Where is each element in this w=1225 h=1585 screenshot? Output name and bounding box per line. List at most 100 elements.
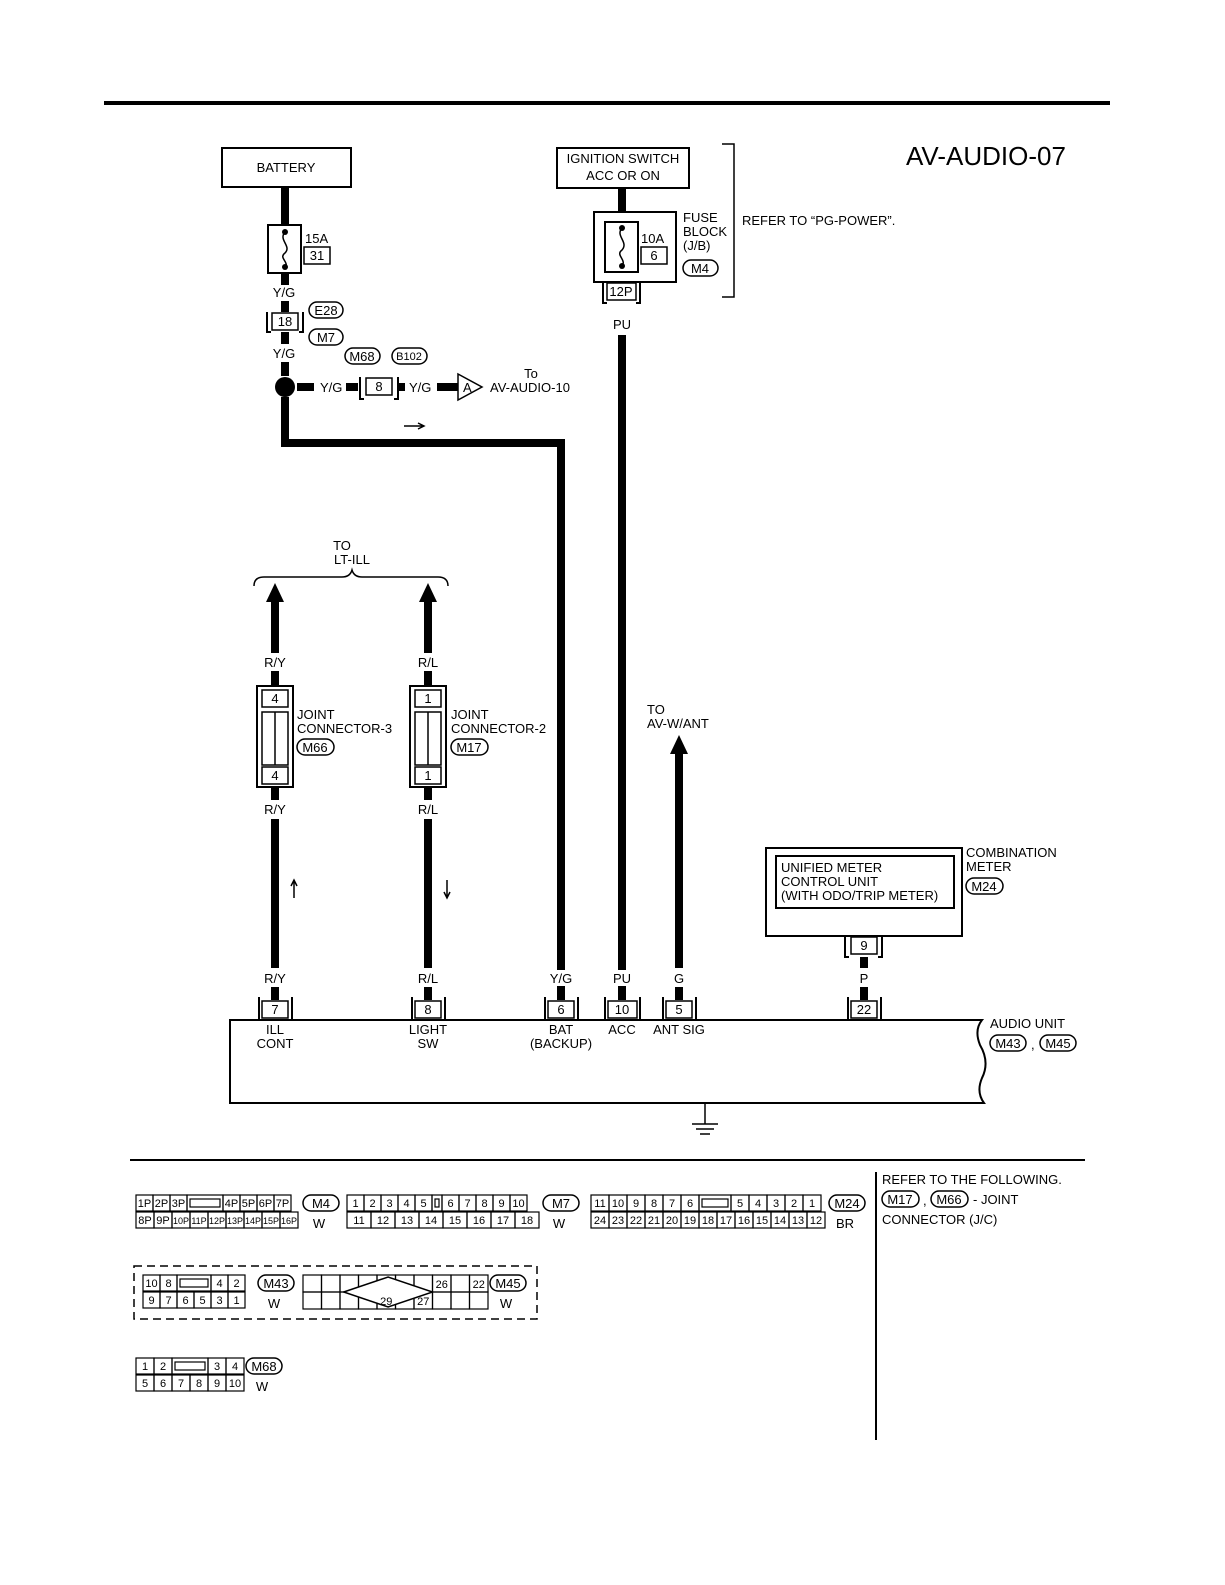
flow-arrow-up xyxy=(290,878,298,898)
wire-yg-1: Y/G xyxy=(273,285,295,300)
svg-text:7: 7 xyxy=(271,1002,278,1017)
audio-m45-badge xyxy=(1039,1034,1077,1052)
svg-text:SW: SW xyxy=(418,1036,440,1051)
svg-text:6: 6 xyxy=(557,1002,564,1017)
m24-pin: 3 xyxy=(773,1198,779,1210)
m4-pin: 7P xyxy=(276,1198,289,1210)
m7-pin: 8 xyxy=(481,1198,487,1210)
m24-badge xyxy=(828,1194,866,1212)
svg-text:1: 1 xyxy=(424,768,431,783)
m4-pin: 11P xyxy=(191,1216,206,1226)
wire-yg-2: Y/G xyxy=(273,346,295,361)
audio-pin-22: 22 xyxy=(847,997,882,1019)
m7-pin: 3 xyxy=(386,1198,392,1210)
m24-cell xyxy=(806,1211,826,1229)
m45-cell xyxy=(450,1274,471,1293)
m4-pin: 14P xyxy=(245,1216,261,1226)
svg-text:,: , xyxy=(1031,1037,1035,1052)
m24-pin: 6 xyxy=(687,1198,693,1210)
svg-text:UNIFIED METER: UNIFIED METER xyxy=(781,860,882,875)
wire-rl-mid: R/L xyxy=(418,802,438,817)
audio-pin-10: 10 xyxy=(604,997,641,1019)
offpage-arrow-a xyxy=(457,372,484,402)
svg-text:10A: 10A xyxy=(641,231,664,246)
m68-color: W xyxy=(256,1379,269,1394)
m68-cell xyxy=(171,1357,209,1375)
m4-pin: 5P xyxy=(242,1198,255,1210)
m45-cell xyxy=(320,1291,341,1310)
svg-text:CONT: CONT xyxy=(257,1036,294,1051)
connector-8-inline xyxy=(365,377,393,396)
splice-point xyxy=(275,377,295,397)
m43-cell xyxy=(227,1274,246,1292)
m7-pin: 9 xyxy=(498,1198,504,1210)
m24-pin: 22 xyxy=(630,1215,642,1227)
m68-cell xyxy=(225,1357,245,1375)
m45-cell xyxy=(450,1291,471,1310)
m45-pin: 22 xyxy=(473,1279,485,1291)
m43-pin: 5 xyxy=(199,1295,205,1307)
to-av-audio-10: AV-AUDIO-10 xyxy=(490,380,570,395)
m7-pin: 11 xyxy=(353,1215,364,1227)
svg-text:IGNITION SWITCH: IGNITION SWITCH xyxy=(567,151,680,166)
ry-arrow-up xyxy=(266,583,284,602)
m4-cell xyxy=(186,1194,224,1212)
connector-m7-badge xyxy=(308,328,344,346)
m24-pin: 2 xyxy=(791,1198,797,1210)
audio-pin-5: 5 xyxy=(662,997,697,1019)
m24-pin: 18 xyxy=(702,1215,714,1227)
fuse-block-box xyxy=(593,211,677,283)
wire-g: G xyxy=(674,971,684,986)
m68-pin: 4 xyxy=(232,1361,238,1373)
m24-pin: 11 xyxy=(594,1198,605,1210)
m68-pin: 8 xyxy=(196,1378,202,1390)
svg-text:JOINT: JOINT xyxy=(451,707,489,722)
m45-pin: 27 xyxy=(417,1296,429,1308)
svg-text:B102: B102 xyxy=(396,351,422,363)
svg-text:(J/B): (J/B) xyxy=(683,238,710,253)
m4-pin: 3P xyxy=(172,1198,185,1210)
m24-pin: 17 xyxy=(720,1215,732,1227)
m24-cell xyxy=(698,1194,732,1212)
m43-pin: 2 xyxy=(233,1278,239,1290)
m43-color: W xyxy=(268,1296,281,1311)
fuse-block-pin-12p xyxy=(606,282,637,301)
svg-text:,: , xyxy=(923,1193,927,1208)
fuse-10a xyxy=(604,221,639,273)
flow-arrow-down xyxy=(443,880,451,900)
m43-pin: 1 xyxy=(233,1295,239,1307)
m45-cell xyxy=(431,1291,452,1310)
m24-pin: 14 xyxy=(774,1215,786,1227)
m43-pin: 9 xyxy=(148,1295,154,1307)
m24-pin: 10 xyxy=(612,1198,624,1210)
m24-name: M24 xyxy=(834,1196,859,1211)
m24-pin: 5 xyxy=(737,1198,743,1210)
m43-cell xyxy=(227,1291,246,1309)
svg-text:E28: E28 xyxy=(314,303,337,318)
svg-text:TO: TO xyxy=(333,538,351,553)
terminal-light-sw: LIGHT xyxy=(409,1022,447,1037)
m45-cell xyxy=(320,1274,341,1293)
svg-text:FUSE: FUSE xyxy=(683,210,718,225)
m7-pin: 14 xyxy=(425,1215,437,1227)
m68-pin: 9 xyxy=(214,1378,220,1390)
svg-text:12P: 12P xyxy=(609,284,632,299)
m24-pin: 1 xyxy=(809,1198,815,1210)
m68-pin: 1 xyxy=(142,1361,148,1373)
meter-m24-badge xyxy=(965,877,1004,895)
svg-text:ACC OR ON: ACC OR ON xyxy=(586,168,660,183)
m7-pin: 12 xyxy=(377,1215,389,1227)
m68-pin: 2 xyxy=(160,1361,166,1373)
svg-text:4: 4 xyxy=(271,768,278,783)
fuse-block-m4-badge xyxy=(682,259,719,277)
m45-cell xyxy=(302,1274,323,1293)
m24-pin: 15 xyxy=(756,1215,768,1227)
svg-text:8: 8 xyxy=(375,379,382,394)
m45-pin: 26 xyxy=(436,1279,448,1291)
m7-pin: 4 xyxy=(403,1198,409,1210)
wire-pu-1: PU xyxy=(613,317,631,332)
m68-pin: 10 xyxy=(229,1378,241,1390)
m45-cell xyxy=(468,1291,489,1310)
m4-pin: 15P xyxy=(263,1216,279,1226)
